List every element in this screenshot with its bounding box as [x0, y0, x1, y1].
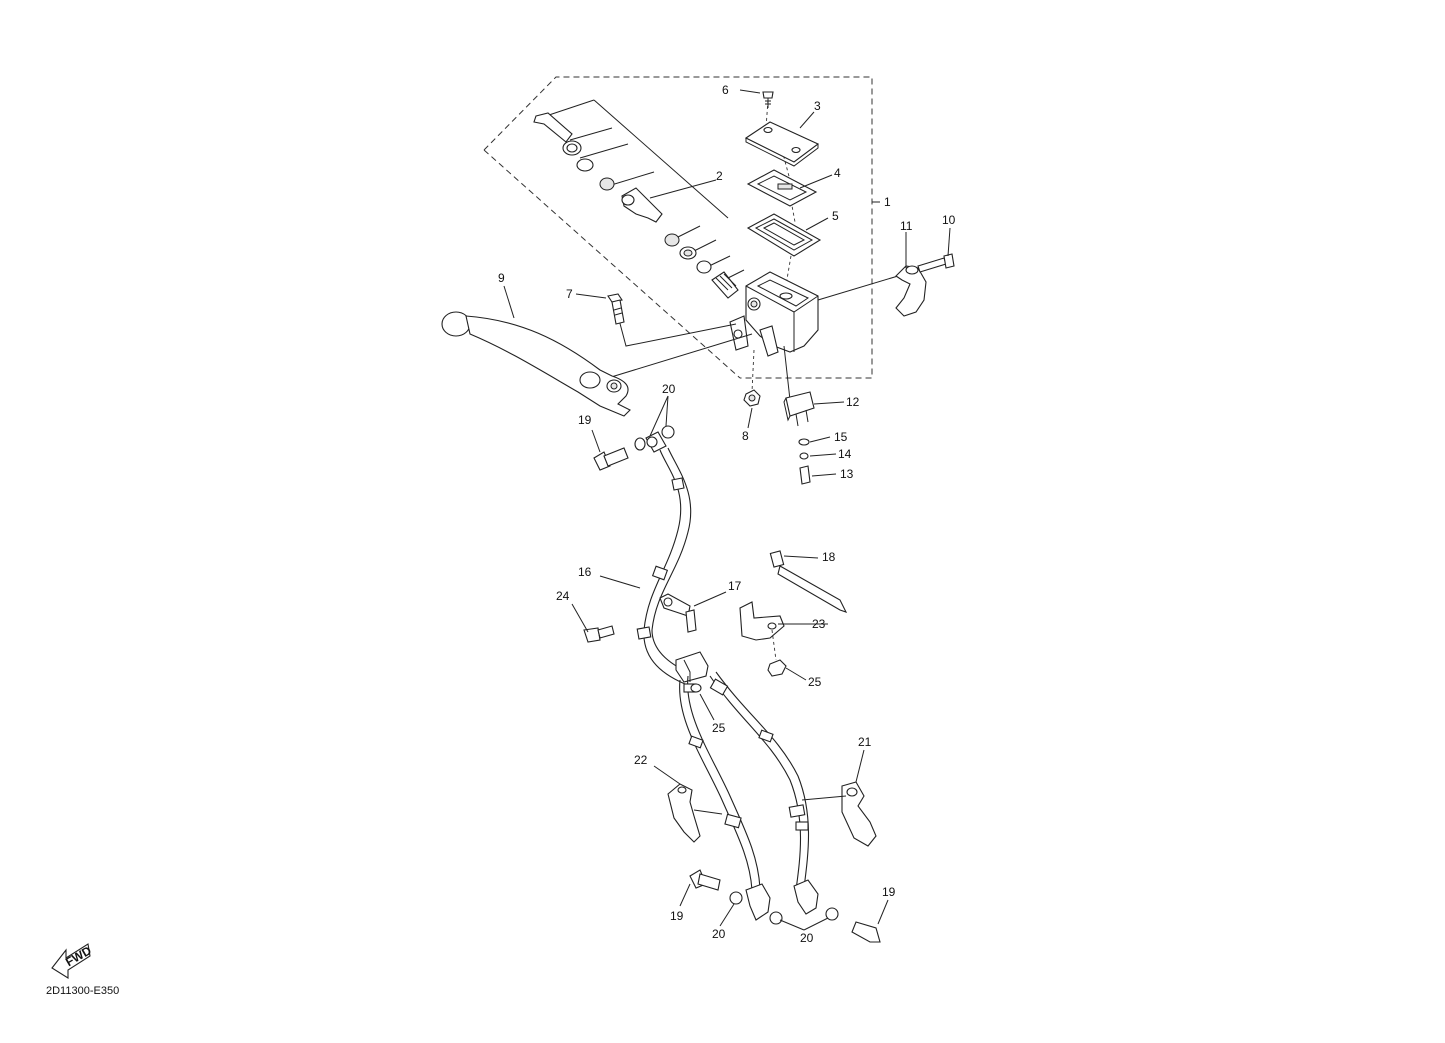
- callout-19-right: 19: [882, 885, 896, 899]
- union-bolt-lower-right: [851, 921, 881, 943]
- screw-13: [799, 465, 811, 485]
- fwd-arrow-icon: FWD: [51, 943, 94, 979]
- callout-24: 24: [556, 589, 570, 603]
- assembly-boundary: [483, 76, 873, 379]
- callout-6: 6: [722, 83, 729, 97]
- copper-washer: [634, 437, 646, 451]
- callout-4: 4: [834, 166, 841, 180]
- callout-19-left: 19: [670, 909, 684, 923]
- return-spring: [711, 271, 739, 299]
- handlebar-clamp: [895, 265, 927, 317]
- callout-13: 13: [840, 467, 854, 481]
- copper-washer: [729, 891, 743, 905]
- assembly-boundary-bottom: [483, 149, 741, 379]
- callout-22: 22: [634, 753, 648, 767]
- union-bolt-upper: [593, 447, 629, 471]
- callout-15: 15: [834, 430, 848, 444]
- callout-20-left: 20: [712, 927, 726, 941]
- upper-brake-hose: [636, 431, 697, 687]
- callout-16: 16: [578, 565, 592, 579]
- callout-20-top: 20: [662, 382, 676, 396]
- washer-14: [799, 452, 809, 460]
- hose-guide-bracket: [739, 601, 785, 661]
- callout-5: 5: [832, 209, 839, 223]
- brake-light-switch: [783, 391, 815, 427]
- copper-washer: [825, 907, 839, 921]
- callout-19-top: 19: [578, 413, 592, 427]
- piston-cup-seal: [664, 233, 680, 247]
- piston-washer: [599, 177, 615, 191]
- callout-12: 12: [846, 395, 860, 409]
- pivot-bolt: [607, 293, 625, 325]
- callout-10: 10: [942, 213, 956, 227]
- copper-washer: [769, 911, 783, 925]
- leader-lines: [503, 89, 951, 931]
- cap-screw: [762, 91, 774, 108]
- joint-nut: [690, 683, 702, 693]
- piston-push-rod: [533, 112, 573, 143]
- hose-joint: [675, 651, 709, 683]
- holder-bolt: [583, 625, 615, 643]
- callout-7: 7: [566, 287, 573, 301]
- left-caliper-banjo: [745, 883, 771, 921]
- piston-circlip: [576, 158, 594, 172]
- copper-washer: [661, 425, 675, 439]
- hose-guide-right: [841, 781, 877, 847]
- callout-25-right: 25: [808, 675, 822, 689]
- hose-guide-left: [667, 783, 701, 843]
- callout-14: 14: [838, 447, 852, 461]
- master-cylinder-body: [729, 271, 819, 357]
- hose-holder: [659, 593, 697, 633]
- svg-text:FWD: FWD: [63, 943, 94, 969]
- callout-8: 8: [742, 429, 749, 443]
- callout-11: 11: [900, 219, 913, 233]
- piston-guide-lines: [539, 99, 745, 283]
- callout-25-lower: 25: [712, 721, 726, 735]
- washer-15: [798, 438, 810, 446]
- drawing-code: 2D11300-E350: [46, 985, 120, 997]
- pivot-nut: [743, 389, 761, 407]
- piston-spring-seat: [696, 260, 712, 274]
- brake-lever: [441, 311, 631, 417]
- reservoir-cap: [744, 121, 820, 167]
- callout-18: 18: [822, 550, 836, 564]
- callout-2: 2: [716, 169, 723, 183]
- union-bolt-lower-left: [689, 869, 721, 891]
- cable-tie: [769, 550, 848, 613]
- callout-1: 1: [884, 195, 891, 209]
- clamp-bolt: [917, 253, 955, 273]
- callout-3: 3: [814, 99, 821, 113]
- callout-20-right: 20: [800, 931, 814, 945]
- reservoir-diaphragm: [746, 213, 822, 257]
- callout-21: 21: [858, 735, 872, 749]
- callout-9: 9: [498, 271, 505, 285]
- diaphragm-plate: [746, 169, 818, 207]
- callout-17: 17: [728, 579, 742, 593]
- callout-23: 23: [812, 617, 826, 631]
- bracket-nut: [767, 659, 787, 677]
- right-caliper-banjo: [793, 879, 819, 915]
- lower-brake-hoses: [679, 671, 809, 891]
